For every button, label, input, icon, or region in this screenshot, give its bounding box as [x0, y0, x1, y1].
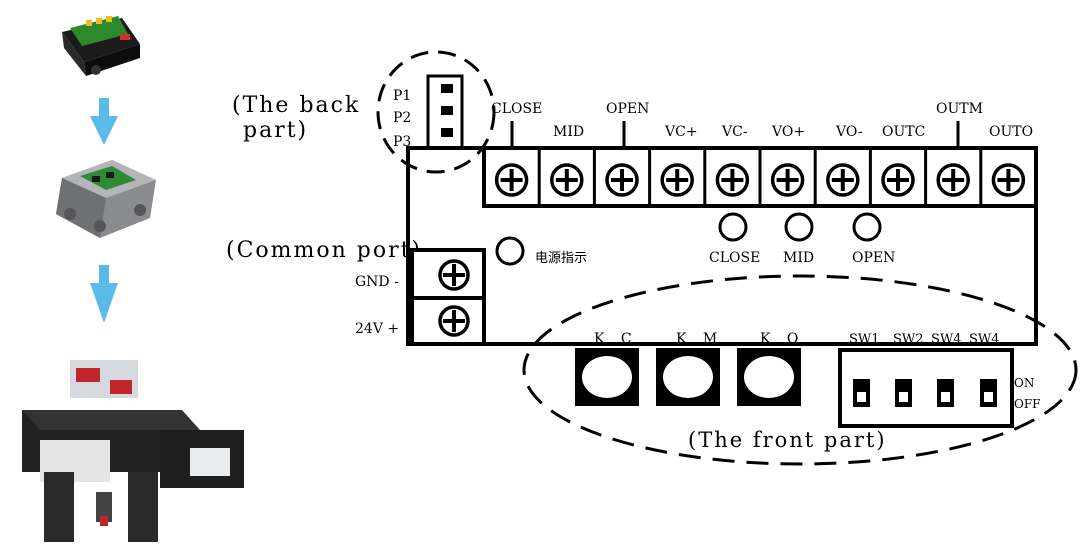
front-part-label: (The front part) [688, 428, 887, 452]
terminal-label-vc-minus: VC- [721, 124, 748, 140]
terminal-label-close: CLOSE [491, 101, 542, 117]
terminal-label-outc: OUTC [882, 124, 925, 140]
indicator-label-open: OPEN [852, 250, 895, 266]
switch-on-label: ON [1014, 376, 1034, 390]
km-button[interactable] [656, 348, 720, 406]
kc-button-label: K C [594, 331, 638, 347]
km-button-label: K M [676, 331, 723, 347]
switch-off-label: OFF [1014, 397, 1041, 411]
gnd-terminal-label: GND - [355, 274, 399, 290]
terminal-screw-open [592, 148, 639, 206]
product-images-column [22, 16, 244, 542]
mid-indicator-led [784, 212, 814, 242]
dip-switch-label: SW1 [849, 332, 880, 347]
common-port-label: (Common port) [226, 238, 422, 263]
terminal-label-outo: OUTO [989, 124, 1033, 140]
power-indicator-label: 电源指示 [535, 251, 587, 266]
terminal-label-vo-minus: VO- [835, 124, 863, 140]
dip-switch-sw3[interactable] [937, 379, 954, 407]
pin-label: P2 [393, 110, 411, 126]
board-in-housing-image [56, 160, 156, 238]
terminal-label-vo-plus: VO+ [771, 124, 805, 140]
open-indicator-led [852, 212, 882, 242]
dip-switch-sw1[interactable] [853, 379, 870, 407]
front-part-outline [522, 274, 1078, 466]
pin-label: P1 [393, 88, 411, 104]
terminal-label-outm: OUTM [936, 101, 983, 117]
dip-switch-sw4[interactable] [980, 379, 997, 407]
close-indicator-led [718, 212, 748, 242]
terminal-label-open: OPEN [606, 101, 649, 117]
power-indicator-led [495, 236, 525, 266]
dip-switch-label: SW4 [931, 332, 962, 347]
terminal-screw-outo [979, 148, 1026, 206]
terminal-screw-vc-plus [648, 148, 694, 206]
terminal-screw-vc-minus [703, 148, 750, 206]
back-part-label: part) [243, 118, 308, 143]
ko-button[interactable] [737, 348, 801, 406]
kc-button[interactable] [575, 348, 639, 406]
back-part-outline [376, 50, 496, 174]
dip-switch-label: SW2 [893, 332, 924, 347]
terminal-label-vc-plus: VC+ [664, 124, 698, 140]
terminal-screw-vo-minus [813, 148, 860, 206]
indicator-label-close: CLOSE [709, 250, 760, 266]
terminal-screw-close [494, 163, 529, 197]
terminal-screw-vo-plus [758, 148, 805, 206]
indicator-label-mid: MID [783, 250, 814, 266]
power-terminal-block [410, 248, 486, 346]
back-pin-header [426, 74, 464, 150]
24v-terminal-label: 24V + [355, 321, 399, 337]
circuit-board-module-image [62, 16, 140, 76]
down-arrow-icon [90, 98, 118, 145]
down-arrow-icon [90, 265, 118, 323]
dip-switch-sw2[interactable] [895, 379, 912, 407]
terminal-label-mid: MID [553, 124, 584, 140]
valve-limit-switch-box-image [22, 360, 244, 542]
terminal-screw-mid [537, 148, 584, 206]
terminal-screw-outc [868, 148, 915, 206]
dip-switch-label: SW4 [969, 332, 1000, 347]
ko-button-label: K O [760, 331, 804, 347]
top-terminal-strip [482, 146, 1038, 208]
terminal-screw-outm [924, 148, 970, 206]
back-part-label: (The back [232, 93, 360, 118]
